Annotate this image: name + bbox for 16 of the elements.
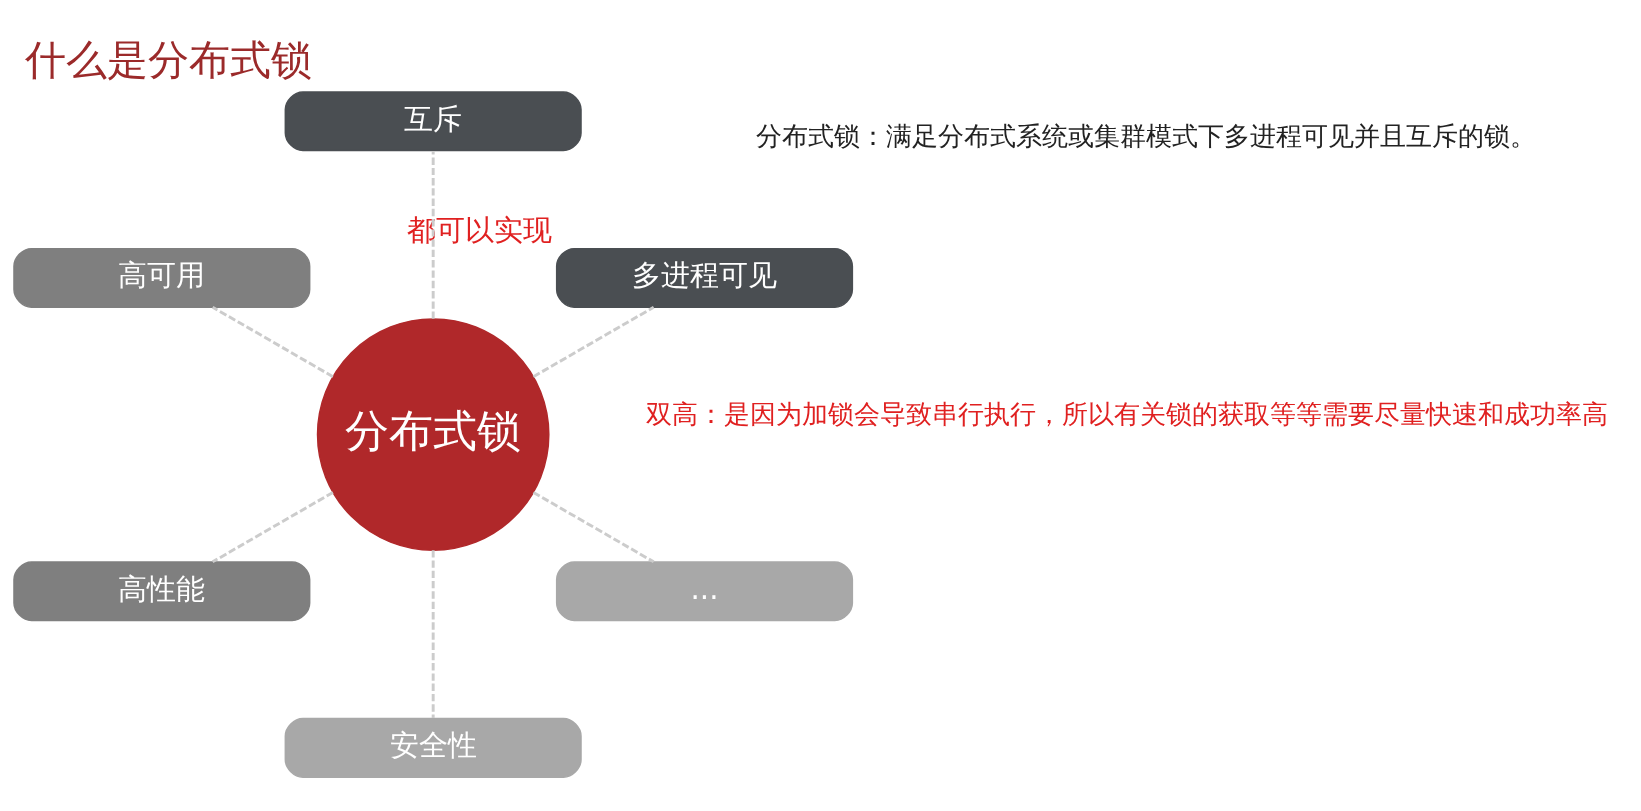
connector <box>532 305 655 378</box>
label: 双高：是因为加锁会导致串行执行，所以有关锁的获取等等需要尽量快速和成功率高 <box>646 398 1609 429</box>
connector <box>211 305 334 378</box>
connector <box>431 549 435 718</box>
node-box: 多进程可见 <box>555 247 854 308</box>
node-box: 高性能 <box>13 560 311 621</box>
node-circle: 分布式锁 <box>316 317 550 551</box>
diagram-title: 什么是分布式锁 <box>24 35 312 83</box>
node-box: ... <box>555 560 854 621</box>
connector <box>431 150 435 319</box>
connector <box>211 490 334 563</box>
node-box: 安全性 <box>284 717 582 778</box>
label: 分布式锁：满足分布式系统或集群模式下多进程可见并且互斥的锁。 <box>756 120 1537 151</box>
node-box: 高可用 <box>13 247 311 308</box>
connector <box>532 490 655 563</box>
node-box: 互斥 <box>284 90 582 151</box>
